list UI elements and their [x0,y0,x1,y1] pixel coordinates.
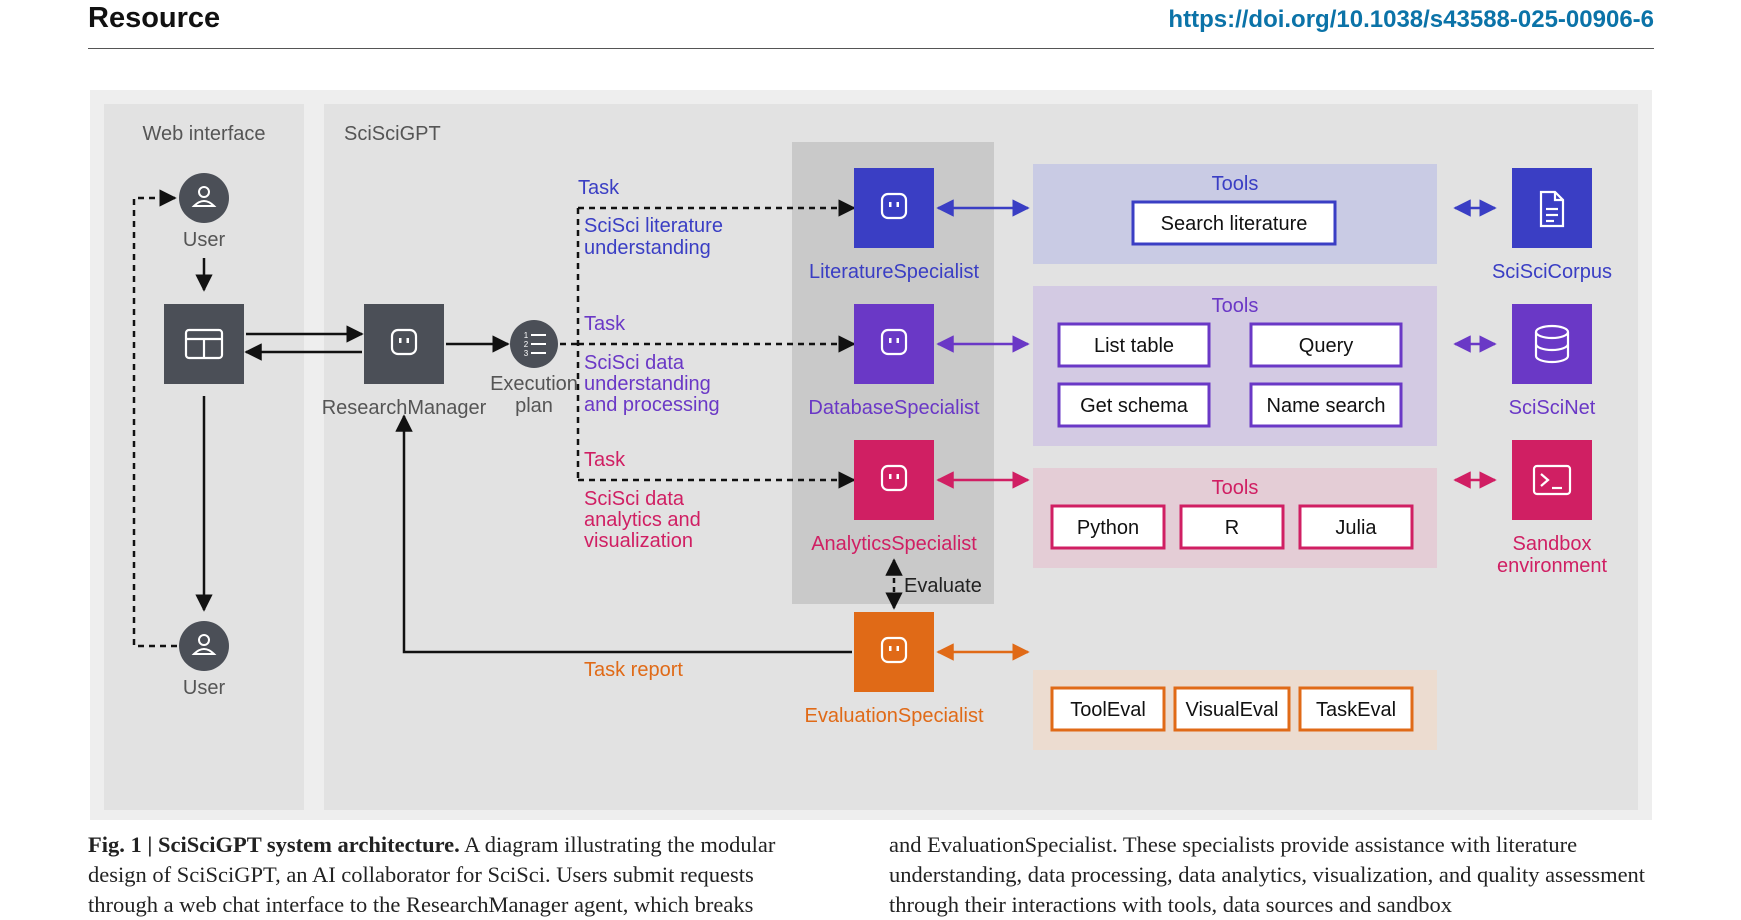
tool-python [1050,504,1166,550]
database-desc-line1: SciSci data [584,352,685,374]
analytics-specialist-label: AnalyticsSpecialist [811,533,977,555]
research-manager-robot-icon [390,328,418,356]
scisci-net-box [1512,304,1592,384]
tool-tooleval [1050,686,1166,732]
tool-query [1249,322,1403,368]
tool-visualeval-label: VisualEval [1185,699,1278,721]
caption-left-column: Fig. 1 | SciSciGPT system architecture. … [88,830,788,920]
terminal-icon [1532,464,1572,496]
tool-name-search-label: Name search [1267,395,1386,417]
tool-visualeval [1173,686,1291,732]
research-manager-label: ResearchManager [322,397,487,419]
tool-get-schema [1057,382,1211,428]
evaluation-robot-icon [880,636,908,664]
user-top-label: User [183,229,226,251]
tool-taskeval [1298,686,1414,732]
tool-list-table-label: List table [1094,335,1174,357]
execution-plan-label-line1: Execution [490,373,578,395]
evaluate-label: Evaluate [904,575,982,597]
scisci-net-label: SciSciNet [1509,397,1596,419]
database-specialist-box [854,304,934,384]
caption-right-text: and EvaluationSpecialist. These speciali… [889,832,1646,917]
section-label: Resource [88,2,221,34]
sciscigpt-label: SciSciGPT [344,123,441,145]
tool-get-schema-label: Get schema [1080,395,1189,417]
tool-query-label: Query [1299,335,1353,357]
evaluation-specialist-label: EvaluationSpecialist [805,705,984,727]
user-top-icon [191,186,217,207]
analytics-desc-line1: SciSci data [584,488,685,510]
list-number-1: 1 [524,331,529,340]
tool-search-literature [1131,200,1337,246]
literature-robot-icon [880,192,908,220]
analytics-robot-icon [880,464,908,492]
caption-right-column: and EvaluationSpecialist. These speciali… [889,830,1654,920]
literature-desc-line1: SciSci literature [584,215,723,237]
scisci-corpus-label: SciSciCorpus [1492,261,1612,283]
tool-python-label: Python [1077,517,1139,539]
database-tools-title: Tools [1212,295,1259,317]
analytics-tools-title: Tools [1212,477,1259,499]
tool-julia [1298,504,1414,550]
task-report-arrow [395,414,852,654]
tool-r-label: R [1225,517,1239,539]
database-specialist-label: DatabaseSpecialist [808,397,980,419]
sandbox-label-line2: environment [1497,555,1608,577]
database-desc-line3: and processing [584,394,720,416]
analytics-desc-line3: visualization [584,530,693,552]
web-interface-label: Web interface [142,123,265,145]
caption-figure-label: Fig. 1 | SciSciGPT system architecture. [88,832,460,857]
sandbox-box [1512,440,1592,520]
database-desc-line2: understanding [584,373,711,395]
tool-tooleval-label: ToolEval [1070,699,1146,721]
list-number-2: 2 [524,340,529,349]
task-report-label: Task report [584,659,683,681]
doi-link[interactable]: https://doi.org/10.1038/s43588-025-00906… [1168,6,1654,33]
database-icon [1534,324,1570,364]
database-robot-icon [880,328,908,356]
task-label-database: Task [584,313,626,335]
tool-list-table [1057,322,1211,368]
user-bottom-icon [191,634,217,655]
sandbox-label-line1: Sandbox [1513,533,1592,555]
page-header: Resource https://doi.org/10.1038/s43588-… [88,0,1654,49]
user-bottom-label: User [183,677,226,699]
literature-desc-line2: understanding [584,237,711,259]
execution-plan-label-line2: plan [515,395,553,417]
evaluation-specialist-box [854,612,934,692]
literature-tools-title: Tools [1212,173,1259,195]
list-number-3: 3 [524,349,529,358]
tool-name-search [1249,382,1403,428]
tool-julia-label: Julia [1335,517,1377,539]
browser-window-icon [184,328,224,360]
research-manager-box [364,304,444,384]
figure-diagram: Web interface SciSciGPT Tools Tools Tool… [90,90,1652,820]
analytics-desc-line2: analytics and [584,509,701,531]
analytics-specialist-box [854,440,934,520]
tool-taskeval-label: TaskEval [1316,699,1396,721]
architecture-diagram: Web interface SciSciGPT Tools Tools Tool… [90,90,1652,820]
document-icon [1539,190,1565,228]
task-label-literature: Task [578,177,620,199]
numbered-list-icon [531,334,546,354]
tool-r [1179,504,1285,550]
literature-specialist-label: LiteratureSpecialist [809,261,980,283]
task-label-analytics: Task [584,449,626,471]
literature-specialist-box [854,168,934,248]
tool-search-literature-label: Search literature [1161,213,1308,235]
user-feedback-loop [132,189,177,648]
